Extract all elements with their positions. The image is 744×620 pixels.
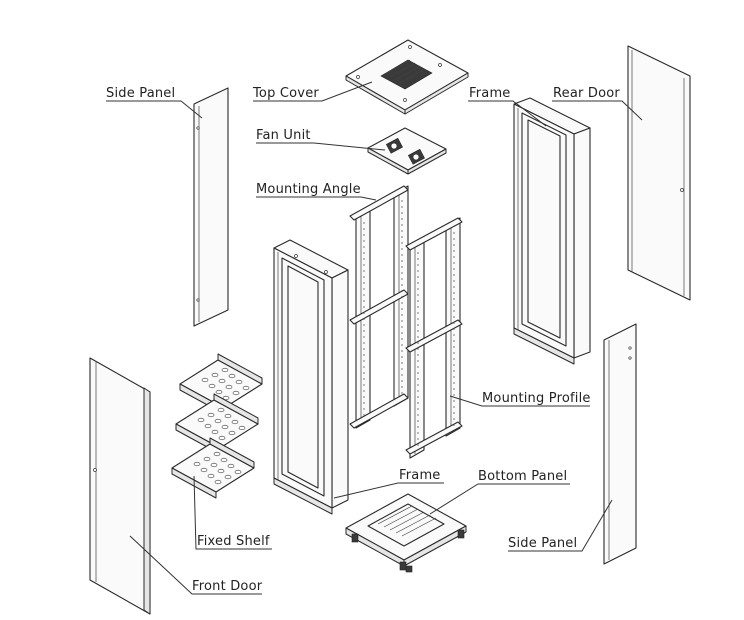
label-side-panel-left: Side Panel <box>106 86 175 101</box>
side-panel-left-part <box>193 87 229 327</box>
label-rear-door: Rear Door <box>553 86 620 101</box>
label-side-panel-right: Side Panel <box>508 536 577 551</box>
label-front-door: Front Door <box>192 579 263 594</box>
label-top-cover: Top Cover <box>252 86 319 101</box>
frame-rear-part <box>513 97 591 365</box>
fan-unit-part <box>367 127 447 175</box>
label-mounting-profile: Mounting Profile <box>482 391 591 406</box>
labels: Side Panel Top Cover Frame Rear Door Fan… <box>106 86 620 594</box>
mounting-profile-part <box>405 217 463 459</box>
label-fixed-shelf: Fixed Shelf <box>197 534 270 549</box>
label-bottom-panel: Bottom Panel <box>478 469 567 484</box>
top-cover-part <box>345 39 469 115</box>
side-panel-right-part <box>603 323 637 565</box>
bottom-panel-part <box>345 493 467 573</box>
label-fan-unit: Fan Unit <box>256 128 311 143</box>
label-frame-bottom: Frame <box>399 468 441 483</box>
fixed-shelf-part <box>171 353 263 499</box>
leader-lines <box>106 81 643 595</box>
label-mounting-angle: Mounting Angle <box>256 182 361 197</box>
front-door-part <box>89 357 151 615</box>
frame-front-part <box>273 239 349 515</box>
rear-door-part <box>627 45 691 301</box>
mounting-angle-part <box>349 185 409 429</box>
label-frame-top: Frame <box>469 86 511 101</box>
